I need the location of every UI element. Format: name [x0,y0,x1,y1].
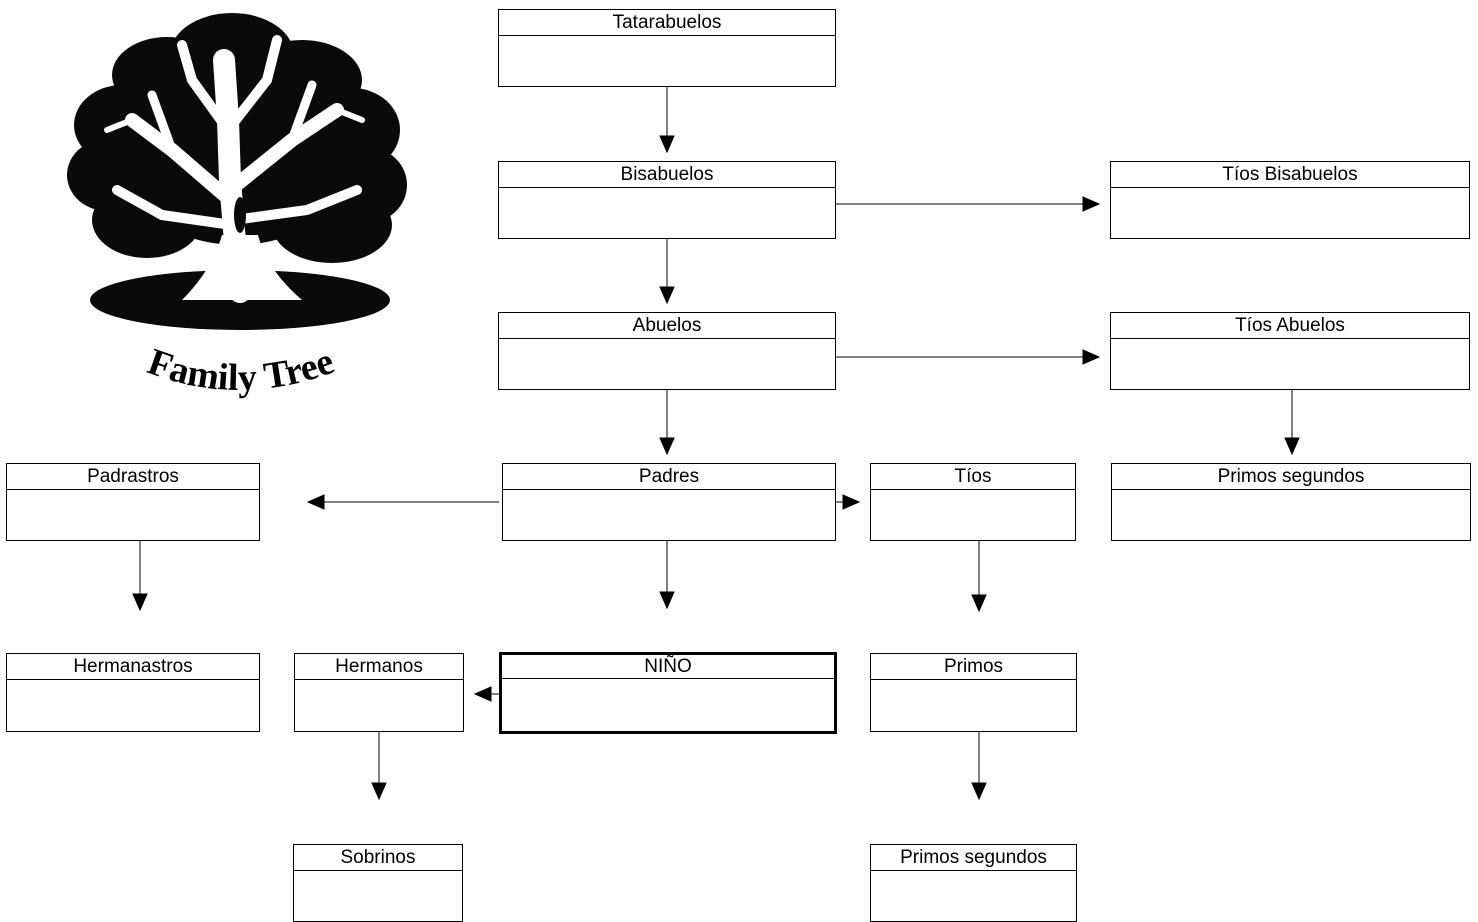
node-label: Primos [871,654,1076,680]
node-hermanastros: Hermanastros [6,653,260,732]
family-tree-logo: Family Tree [67,13,407,399]
arrow-hermanos-sobrinos [371,731,387,801]
node-sobrinos: Sobrinos [293,844,463,922]
arrow-bisabuelos-tios-bisabuelos [835,196,1101,212]
arrow-padrastros-hermanastros [132,541,148,612]
node-label: Hermanos [295,654,463,680]
node-label: Primos segundos [871,845,1076,871]
node-label: Padrastros [7,464,259,490]
node-label: Padres [503,464,835,490]
arrow-bisabuelos-abuelos [659,238,675,305]
node-padrastros: Padrastros [6,463,260,541]
node-label: Primos segundos [1112,464,1470,490]
arrow-padres-tios [835,494,861,510]
node-primos-segundos-1: Primos segundos [1111,463,1471,541]
node-label: Tíos Bisabuelos [1111,162,1469,188]
arrow-padres-nino [659,541,675,610]
node-tios-bisabuelos: Tíos Bisabuelos [1110,161,1470,239]
arrow-tios-primos [971,541,987,613]
node-primos: Primos [870,653,1077,732]
arrow-abuelos-padres [659,389,675,456]
node-label: Bisabuelos [499,162,835,188]
node-label: Tíos Abuelos [1111,313,1469,339]
node-label: Tíos [871,464,1075,490]
node-tios: Tíos [870,463,1076,541]
node-nino: NIÑO [499,652,837,734]
arrow-primos-primos-segundos [971,731,987,801]
node-tios-abuelos: Tíos Abuelos [1110,312,1470,390]
arrow-abuelos-tios-abuelos [835,349,1101,365]
node-padres: Padres [502,463,836,541]
arrow-nino-hermanos [473,686,501,702]
node-label: Sobrinos [294,845,462,871]
node-label: Abuelos [499,313,835,339]
node-label: NIÑO [502,655,834,679]
tree-icon [67,13,407,330]
node-label: Hermanastros [7,654,259,680]
arrow-padres-padrastros [306,494,499,510]
logo-caption: Family Tree [143,340,340,399]
node-abuelos: Abuelos [498,312,836,390]
node-bisabuelos: Bisabuelos [498,161,836,239]
node-tatarabuelos: Tatarabuelos [498,9,836,87]
arrow-tios-abuelos-primos-segundos [1284,389,1300,456]
node-primos-segundos-2: Primos segundos [870,844,1077,922]
node-hermanos: Hermanos [294,653,464,732]
arrow-tatarabuelos-bisabuelos [659,86,675,154]
node-label: Tatarabuelos [499,10,835,36]
